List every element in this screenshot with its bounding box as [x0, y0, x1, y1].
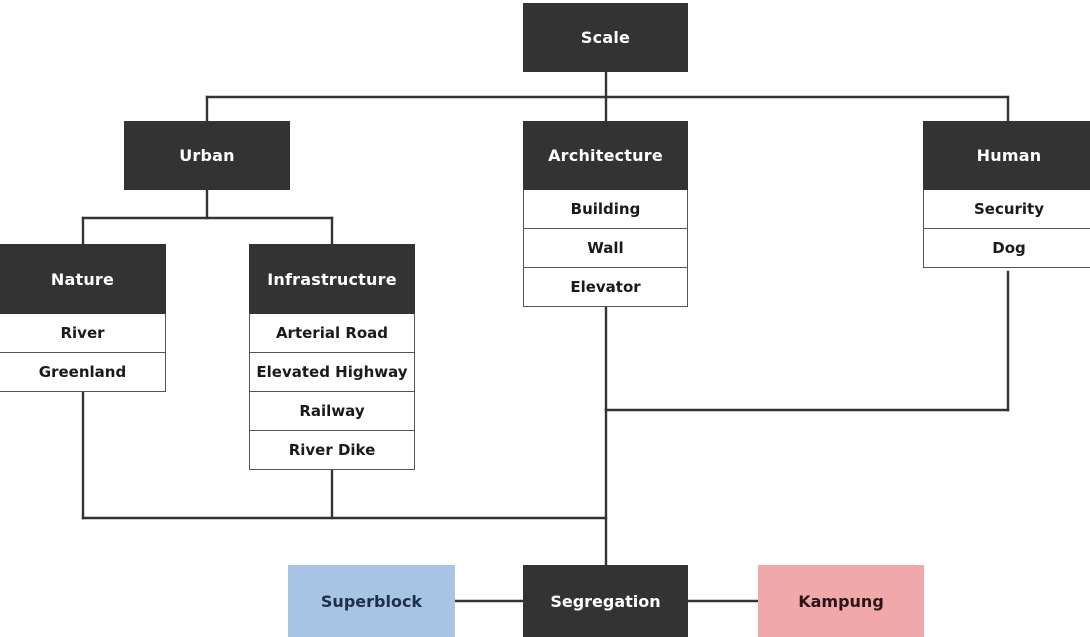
node-infrastructure-row[interactable]: River Dike — [249, 431, 415, 470]
node-nature-row[interactable]: Greenland — [0, 353, 166, 392]
node-architecture-row[interactable]: Wall — [523, 229, 688, 268]
node-human-header: Human — [923, 121, 1090, 190]
node-segregation[interactable]: Segregation — [523, 565, 688, 637]
node-infrastructure-row[interactable]: Elevated Highway — [249, 353, 415, 392]
node-superblock[interactable]: Superblock — [288, 565, 455, 637]
node-infrastructure-row[interactable]: Railway — [249, 392, 415, 431]
node-nature-header: Nature — [0, 244, 166, 314]
node-architecture-row[interactable]: Building — [523, 190, 688, 229]
node-architecture-header: Architecture — [523, 121, 688, 190]
node-nature[interactable]: Nature River Greenland — [0, 244, 166, 392]
node-human[interactable]: Human Security Dog — [923, 121, 1090, 268]
node-scale-header: Scale — [523, 3, 688, 72]
node-human-row[interactable]: Dog — [923, 229, 1090, 268]
node-urban[interactable]: Urban — [124, 121, 290, 190]
node-infrastructure-row[interactable]: Arterial Road — [249, 314, 415, 353]
node-scale[interactable]: Scale — [523, 3, 688, 72]
node-nature-row[interactable]: River — [0, 314, 166, 353]
node-architecture[interactable]: Architecture Building Wall Elevator — [523, 121, 688, 307]
node-infrastructure[interactable]: Infrastructure Arterial Road Elevated Hi… — [249, 244, 415, 470]
node-infrastructure-header: Infrastructure — [249, 244, 415, 314]
node-kampung[interactable]: Kampung — [758, 565, 924, 637]
node-urban-header: Urban — [124, 121, 290, 190]
node-human-row[interactable]: Security — [923, 190, 1090, 229]
node-architecture-row[interactable]: Elevator — [523, 268, 688, 307]
